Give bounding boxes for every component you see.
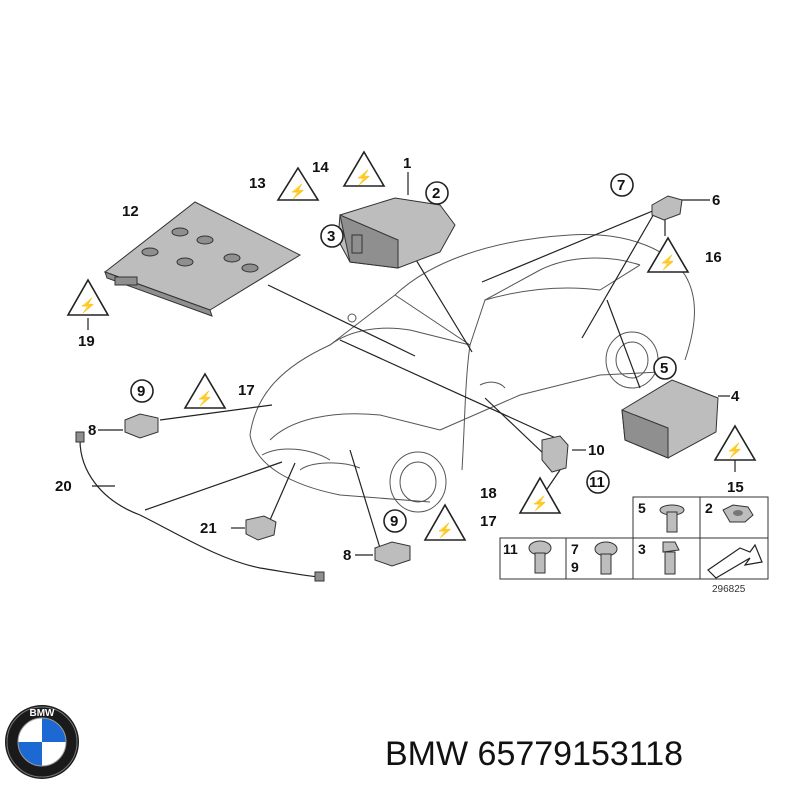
callout-6: 6	[712, 192, 720, 209]
callout-14: 14	[312, 159, 329, 176]
fastener-label-5: 5	[638, 500, 646, 516]
warning-triangle-17a: ⚡	[183, 372, 227, 409]
callout-circle-7	[610, 173, 634, 197]
callout-11: 11	[589, 474, 605, 491]
sensor-side	[541, 435, 569, 473]
callout-16: 16	[705, 249, 722, 266]
callout-circle-9a	[130, 379, 154, 403]
arrow-icon	[707, 543, 763, 579]
svg-text:⚡: ⚡	[355, 169, 372, 186]
callout-5: 5	[660, 360, 668, 377]
callout-15: 15	[727, 479, 744, 496]
warning-triangle-14: ⚡	[342, 150, 386, 187]
callout-7: 7	[617, 177, 625, 194]
drawing-reference: 296825	[712, 584, 746, 595]
callout-17a: 17	[238, 382, 255, 399]
callout-circle-9b	[383, 509, 407, 533]
hex-bolt-icon	[662, 541, 680, 575]
sensor-front-upper	[124, 413, 159, 439]
callout-3: 3	[327, 228, 335, 245]
callout-9b: 9	[390, 513, 398, 530]
fastener-label-3: 3	[638, 541, 646, 557]
fastener-label-9: 9	[571, 559, 579, 575]
fastener-label-7: 7	[571, 541, 579, 557]
leader-lines	[87, 172, 736, 556]
warning-triangle-13: ⚡	[276, 166, 320, 201]
svg-text:⚡: ⚡	[436, 522, 453, 539]
callout-circle-11	[586, 470, 610, 494]
brand-name: BMW	[385, 735, 469, 773]
svg-text:⚡: ⚡	[531, 495, 548, 512]
callout-8a: 8	[88, 422, 96, 439]
callout-2: 2	[432, 185, 440, 202]
fastener-table: 5 2 11 7 9 3	[499, 496, 769, 595]
callout-9a: 9	[137, 383, 145, 400]
sensor-pillar	[651, 195, 683, 221]
logo-lettering: BMW	[30, 708, 56, 719]
car-outline	[249, 234, 695, 513]
wiring-harness	[75, 431, 325, 582]
airbag-control-unit	[337, 197, 456, 269]
control-module-rear	[621, 379, 719, 459]
fastener-label-2: 2	[705, 500, 713, 516]
svg-text:⚡: ⚡	[726, 442, 743, 459]
svg-text:⚡: ⚡	[196, 390, 213, 407]
callout-8b: 8	[343, 547, 351, 564]
warning-triangle-19: ⚡	[66, 278, 110, 316]
callout-18: 18	[480, 485, 497, 502]
callout-21: 21	[200, 520, 217, 537]
callout-19: 19	[78, 333, 95, 350]
sensor-front-lower	[374, 541, 411, 567]
callout-20: 20	[55, 478, 72, 495]
svg-text:⚡: ⚡	[659, 254, 676, 271]
callout-4: 4	[731, 388, 740, 405]
callout-17b: 17	[480, 513, 497, 530]
nut-icon	[722, 504, 754, 523]
callout-10: 10	[588, 442, 605, 459]
callout-circle-5	[653, 356, 677, 380]
svg-text:⚡: ⚡	[289, 183, 306, 200]
bmw-logo: BMW	[5, 705, 79, 779]
warning-triangle-17b: ⚡	[423, 503, 467, 541]
screw-icon	[659, 504, 685, 533]
sensor-bumper	[245, 515, 277, 541]
callout-12: 12	[122, 203, 139, 220]
callout-circle-2	[425, 181, 449, 205]
fastener-label-11: 11	[503, 541, 518, 557]
callout-13: 13	[249, 175, 266, 192]
sensor-mat	[103, 201, 302, 317]
callout-circle-3	[320, 224, 344, 248]
part-number: 65779153118	[477, 735, 684, 773]
warning-triangle-18: ⚡	[518, 476, 562, 514]
svg-text:⚡: ⚡	[79, 297, 96, 314]
warning-triangle-16: ⚡	[646, 236, 690, 273]
part-caption: BMW 65779153118	[385, 735, 683, 774]
warning-triangle-15: ⚡	[713, 424, 757, 461]
screw-icon	[594, 541, 618, 575]
callout-1: 1	[403, 155, 411, 172]
bolt-icon	[528, 540, 552, 574]
callout-labels: 1 2 3 4 5 6 7 8 8 9 9 10 11 12 13 14 15 …	[55, 155, 744, 564]
